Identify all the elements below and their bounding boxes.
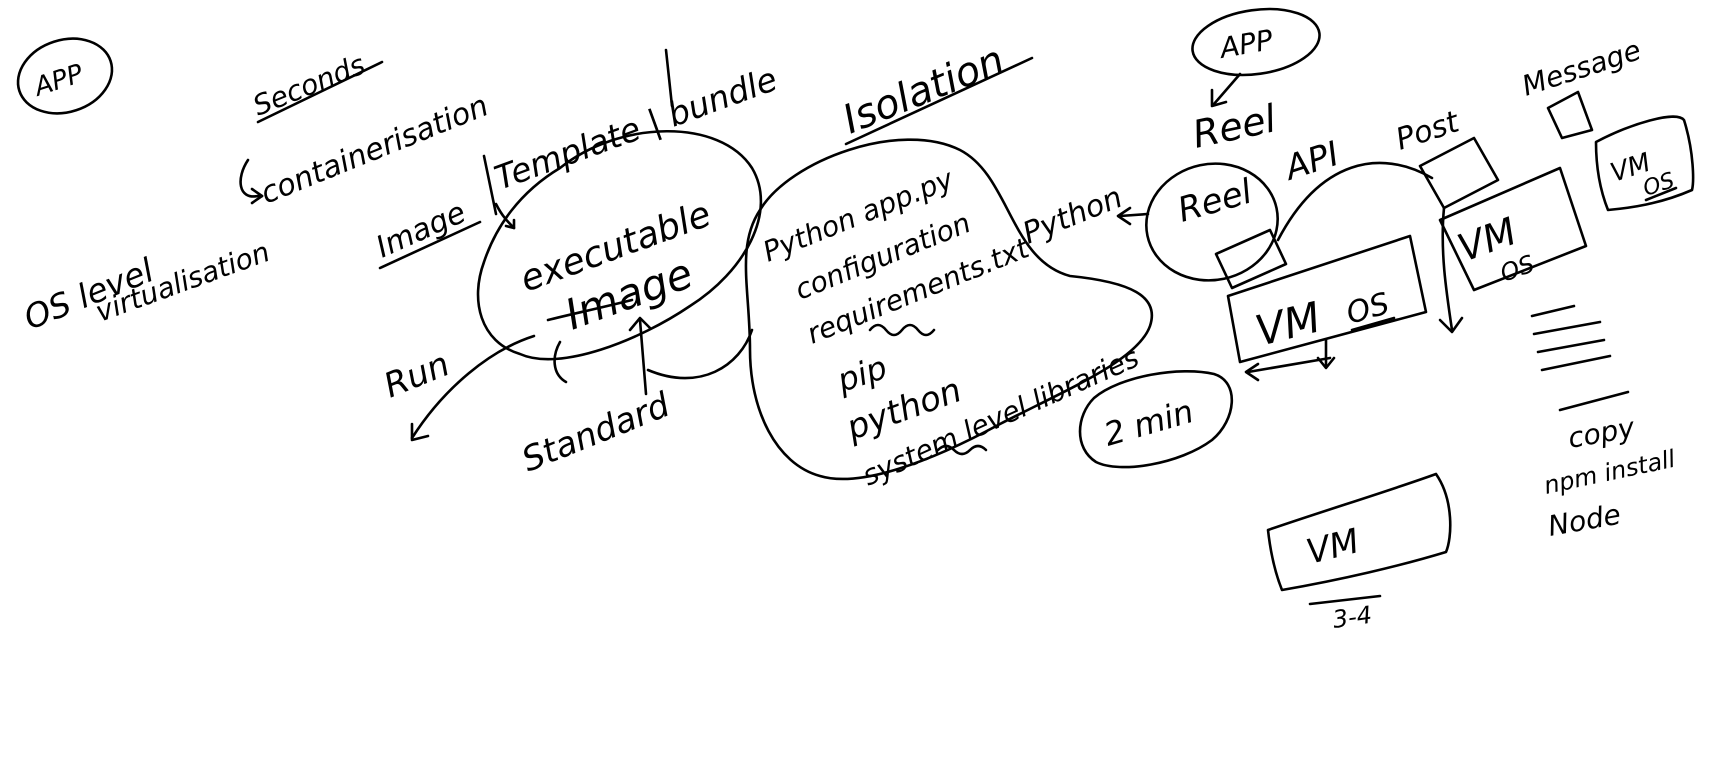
containerisation-hook bbox=[239, 158, 264, 198]
reel-top-label: Reel bbox=[1189, 96, 1280, 157]
python-side-arrowhead bbox=[1116, 206, 1132, 226]
three-four-label: 3-4 bbox=[1331, 601, 1374, 634]
app-right-arrow bbox=[1212, 72, 1242, 106]
python-side-label: Python bbox=[1018, 180, 1128, 251]
app-right-circle bbox=[1191, 7, 1321, 77]
npm-install-label: npm install bbox=[1541, 445, 1678, 500]
post-arrow bbox=[1441, 206, 1454, 332]
reel-circle-label: Reel bbox=[1173, 171, 1257, 230]
two-min-label: 2 min bbox=[1100, 392, 1198, 454]
standard-arrowhead bbox=[628, 316, 652, 332]
pip-label: pip bbox=[832, 348, 892, 400]
image-arrowhead bbox=[504, 218, 516, 230]
image-label: Image bbox=[371, 195, 471, 265]
seconds-underline bbox=[256, 60, 384, 124]
copy-line-1 bbox=[1530, 304, 1576, 318]
post-box bbox=[1418, 136, 1500, 210]
message-box bbox=[1546, 90, 1594, 140]
vm-main-down-arrowhead bbox=[1316, 356, 1336, 370]
image-underline bbox=[378, 220, 482, 270]
copy-line-4 bbox=[1540, 354, 1612, 372]
vm-main-left-arrow bbox=[1246, 356, 1332, 374]
vm-bottom-underline bbox=[1308, 594, 1382, 606]
app-right-arrowhead bbox=[1210, 88, 1228, 108]
api-curve bbox=[1276, 161, 1434, 242]
reel-circle bbox=[1145, 162, 1279, 282]
copy-line-3 bbox=[1536, 338, 1606, 354]
vm-main-label: VM bbox=[1251, 292, 1326, 355]
copy-line-2 bbox=[1532, 320, 1602, 336]
vm-main-box bbox=[1226, 234, 1428, 364]
reel-square bbox=[1214, 228, 1288, 290]
isolation-label: Isolation bbox=[837, 37, 1011, 143]
message-label: Message bbox=[1518, 33, 1645, 102]
copy-label: copy bbox=[1565, 411, 1637, 455]
post-arrowhead bbox=[1438, 316, 1464, 334]
containerisation-hook-arrowhead bbox=[250, 187, 264, 205]
image-down-hook bbox=[553, 340, 568, 384]
copy-line-5 bbox=[1558, 390, 1630, 412]
requirements-squiggle bbox=[868, 323, 936, 337]
image-arrow bbox=[494, 202, 516, 230]
api-label: API bbox=[1279, 134, 1344, 189]
python-side-arrow bbox=[1118, 212, 1150, 218]
seconds-label: Seconds bbox=[248, 48, 369, 123]
standard-label: Standard bbox=[516, 385, 675, 480]
vm-mid-box bbox=[1438, 166, 1588, 292]
image-inner-strike bbox=[546, 298, 634, 322]
run-arrow bbox=[410, 334, 536, 440]
node-label: Node bbox=[1545, 498, 1623, 543]
template-bundle-label: Template | bundle bbox=[489, 59, 782, 197]
app-left-circle bbox=[16, 37, 114, 115]
isolation-blob bbox=[744, 138, 1154, 481]
two-min-blob bbox=[1078, 369, 1234, 469]
bundle-divider bbox=[664, 48, 674, 108]
standard-to-isolation-curve bbox=[646, 328, 754, 380]
system-squiggle bbox=[936, 444, 988, 456]
standard-arrow bbox=[638, 318, 648, 396]
app-right-label: APP bbox=[1216, 23, 1276, 65]
vm-main-left-arrowhead bbox=[1244, 362, 1260, 382]
vm-bottom-label: VM bbox=[1303, 521, 1364, 573]
image-divider bbox=[482, 154, 498, 216]
os-small-underline bbox=[1644, 186, 1678, 202]
vm-bottom-box bbox=[1266, 472, 1452, 592]
os-main-underline bbox=[1350, 316, 1396, 332]
vm-small-box bbox=[1594, 115, 1695, 212]
isolation-underline bbox=[844, 56, 1034, 146]
run-arrowhead bbox=[410, 422, 430, 442]
app-left-label: APP bbox=[29, 59, 87, 103]
